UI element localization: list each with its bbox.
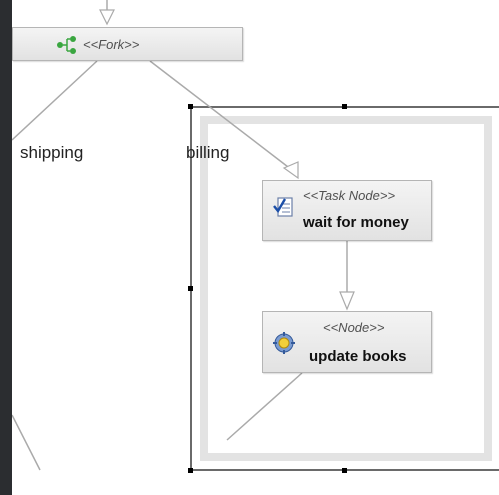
task-to-node-arrowhead xyxy=(339,291,355,311)
resize-handle-top-left[interactable] xyxy=(188,104,193,109)
fork-stereotype: <<Fork>> xyxy=(83,37,140,52)
resize-handle-bottom[interactable] xyxy=(342,468,347,473)
node-outgoing-transition xyxy=(226,372,303,441)
shipping-transition xyxy=(12,60,98,141)
shipping-return-transition xyxy=(12,414,41,471)
task-checklist-icon xyxy=(273,197,293,217)
selection-frame[interactable] xyxy=(190,106,499,471)
task-node-name: wait for money xyxy=(303,214,409,231)
resize-handle-top[interactable] xyxy=(342,104,347,109)
diagram-canvas[interactable]: <<Fork>> shipping billing <<Task Node>> … xyxy=(12,0,499,495)
gear-node-icon xyxy=(273,332,295,354)
billing-transition xyxy=(149,60,293,171)
fork-icon xyxy=(57,36,76,54)
node-stereotype: <<Node>> xyxy=(323,320,385,335)
shipping-label: shipping xyxy=(20,143,84,162)
task-node[interactable]: <<Task Node>> wait for money xyxy=(262,180,432,241)
transition-lines xyxy=(12,0,355,471)
billing-label: billing xyxy=(186,143,230,162)
node-name: update books xyxy=(309,348,407,365)
task-node-stereotype: <<Task Node>> xyxy=(303,188,396,203)
resize-handle-bottom-left[interactable] xyxy=(188,468,193,473)
resize-handle-left[interactable] xyxy=(188,286,193,291)
update-books-node[interactable]: <<Node>> update books xyxy=(262,311,432,373)
fork-node[interactable]: <<Fork>> xyxy=(12,27,243,61)
selection-frame-border xyxy=(200,116,492,461)
incoming-arrowhead xyxy=(99,9,115,26)
billing-arrowhead xyxy=(282,161,299,180)
